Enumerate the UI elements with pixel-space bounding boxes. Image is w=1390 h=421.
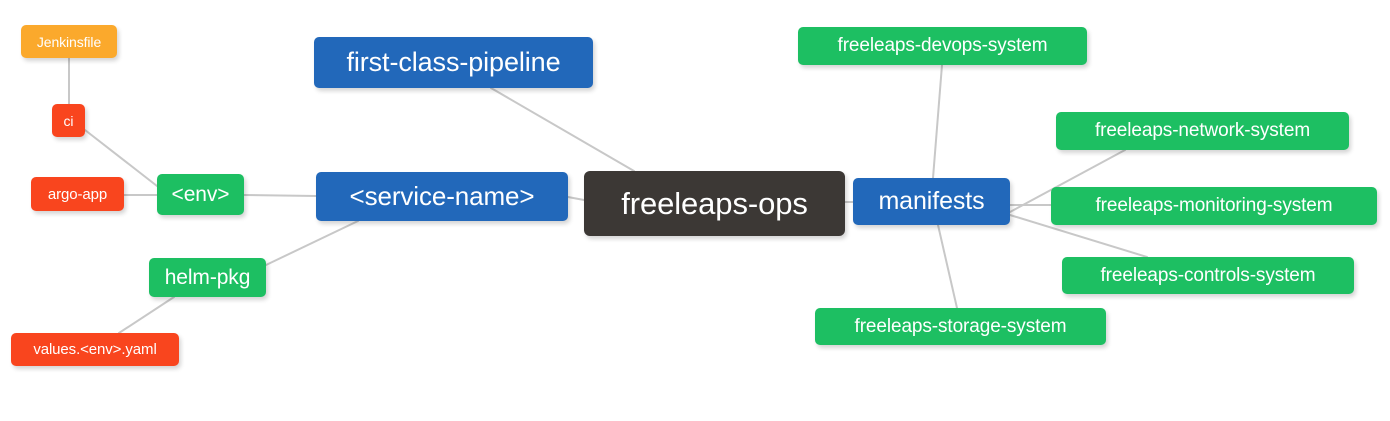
- node-jenkinsfile[interactable]: Jenkinsfile: [21, 25, 117, 58]
- node-service-name[interactable]: <service-name>: [316, 172, 568, 221]
- node-freeleaps-network-system[interactable]: freeleaps-network-system: [1056, 112, 1349, 150]
- node-freeleaps-devops-system[interactable]: freeleaps-devops-system: [798, 27, 1087, 65]
- node-freeleaps-monitoring-system[interactable]: freeleaps-monitoring-system: [1051, 187, 1377, 225]
- node-freeleaps-controls-system[interactable]: freeleaps-controls-system: [1062, 257, 1354, 294]
- node-first-class-pipeline[interactable]: first-class-pipeline: [314, 37, 593, 88]
- node-helm-pkg[interactable]: helm-pkg: [149, 258, 266, 297]
- node-freeleaps-storage-system[interactable]: freeleaps-storage-system: [815, 308, 1106, 345]
- node-ci[interactable]: ci: [52, 104, 85, 137]
- node-freeleaps-ops[interactable]: freeleaps-ops: [584, 171, 845, 236]
- edge-first-class-pipeline-to-freeleaps-ops: [490, 87, 635, 172]
- node-values-env-yaml[interactable]: values.<env>.yaml: [11, 333, 179, 366]
- edge-service-name-to-freeleaps-ops: [567, 196, 585, 201]
- edge-env-to-service-name: [243, 194, 317, 197]
- edge-manifests-to-freeleaps-storage-system: [937, 224, 958, 309]
- edge-service-name-to-helm-pkg: [265, 220, 359, 266]
- edge-helm-pkg-to-values-env-yaml: [118, 296, 175, 334]
- node-env[interactable]: <env>: [157, 174, 244, 215]
- edge-manifests-to-freeleaps-devops-system: [932, 64, 943, 179]
- node-manifests[interactable]: manifests: [853, 178, 1010, 225]
- node-argo-app[interactable]: argo-app: [31, 177, 124, 211]
